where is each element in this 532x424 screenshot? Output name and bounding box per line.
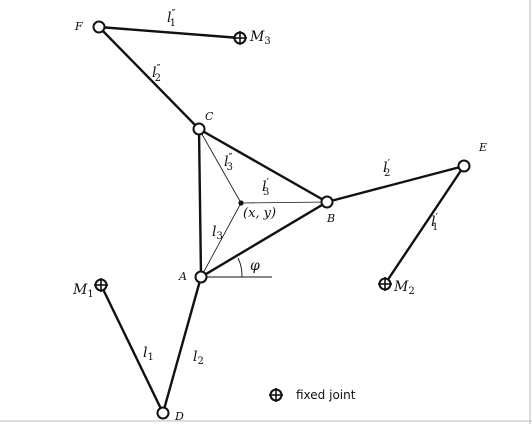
label-m3: M3 [249, 29, 271, 47]
label-link-l3-prime: l′3 [262, 176, 269, 198]
label-link-l2-double-prime: l″2 [152, 62, 161, 84]
joint-f [92, 20, 106, 34]
line-c-to-center [198, 128, 242, 204]
link-m1-d [99, 284, 165, 414]
joint-c [192, 122, 206, 136]
legend-fixed-joint-icon [269, 388, 283, 402]
fixed-joint-m2-icon [378, 277, 392, 291]
label-point-f: F [74, 20, 83, 33]
label-angle-phi: φ [250, 258, 260, 274]
label-point-d: D [174, 410, 184, 423]
label-link-l3: l3 [212, 224, 223, 242]
link-f-c [98, 26, 200, 130]
joint-a [194, 270, 208, 284]
angle-arc [237, 257, 243, 278]
link-e-m2 [384, 165, 465, 285]
line-a-to-center [200, 202, 242, 278]
label-point-a: A [178, 270, 187, 283]
label-link-l2-prime: l′2 [383, 157, 390, 179]
label-center-xy: (x, y) [243, 206, 276, 221]
fixed-joint-m1-icon [94, 278, 108, 292]
joint-e [457, 159, 471, 173]
link-f-m3 [98, 25, 241, 40]
joint-d [156, 406, 170, 420]
line-b-to-center [240, 201, 328, 204]
label-link-l3-double-prime: l″3 [224, 151, 233, 173]
fixed-joint-m3-icon [233, 31, 247, 45]
link-b-e [326, 164, 465, 204]
label-point-b: B [326, 212, 335, 225]
link-d-a [161, 276, 203, 414]
label-link-l2: l2 [193, 349, 204, 367]
platform-triangle [197, 126, 330, 280]
label-point-c: C [205, 110, 214, 123]
platform-center-dot [238, 200, 244, 206]
joint-b [320, 195, 334, 209]
legend-fixed-joint-label: fixed joint [296, 388, 356, 402]
label-link-l1-double-prime: l″1 [167, 7, 176, 29]
label-link-l1-prime: l′1 [431, 211, 438, 233]
label-m2: M2 [393, 279, 415, 297]
label-point-e: E [478, 141, 487, 154]
label-m1: M1 [72, 282, 94, 300]
label-link-l1: l1 [143, 345, 154, 363]
